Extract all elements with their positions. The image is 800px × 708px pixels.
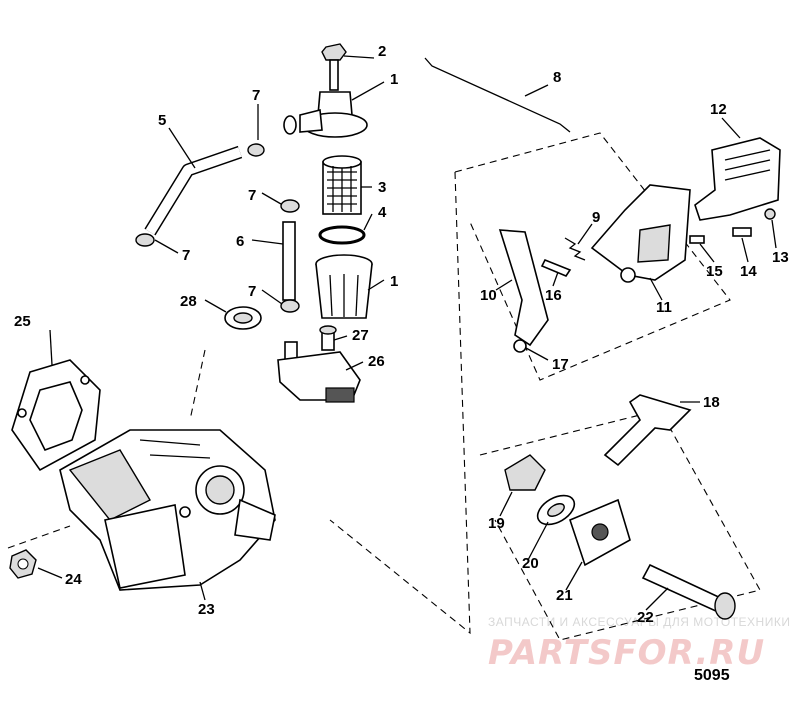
hose-clamp: [247, 143, 265, 157]
callout-24: 24: [65, 571, 82, 588]
fitting-connector: [325, 387, 355, 403]
hose-clamp: [280, 199, 300, 213]
callout-2: 2: [378, 43, 386, 60]
watermark-brand: PARTSFOR.RU: [488, 633, 765, 673]
fuel-fitting-assembly: [277, 325, 361, 403]
callout-23: 23: [198, 601, 215, 618]
callout-6: 6: [236, 233, 244, 250]
callout-25: 25: [14, 313, 31, 330]
linkage-spring: [564, 237, 586, 261]
choke-knob: [714, 592, 736, 620]
callout-5: 5: [158, 112, 166, 129]
callout-9: 9: [592, 209, 600, 226]
hose-clamp: [280, 299, 300, 313]
carb-dashed-boundary: [329, 171, 471, 635]
float-bowl: [104, 504, 186, 589]
callout-22: 22: [637, 609, 654, 626]
cam-screw: [540, 258, 572, 277]
cam-washer: [513, 339, 527, 353]
throttle-cam: [498, 229, 549, 347]
callout-1: 1: [390, 273, 398, 290]
diagram-code: 5095: [694, 667, 730, 684]
carburetor: [59, 429, 276, 591]
callout-4: 4: [378, 204, 387, 221]
callout-1: 1: [390, 71, 398, 88]
callout-15: 15: [706, 263, 723, 280]
carburetor-flange: [234, 498, 276, 541]
throttle-cam-assembly: [498, 229, 572, 353]
choke-shaft: [641, 563, 727, 614]
callout-labels: 1 1 2 3 4 5 6 7 7 7 7 8 9 10 11 12 13 14…: [14, 43, 789, 626]
hose-clamp: [135, 233, 155, 247]
callout-12: 12: [710, 101, 727, 118]
callout-16: 16: [545, 287, 562, 304]
callout-8: 8: [553, 69, 561, 86]
callout-18: 18: [703, 394, 720, 411]
knob-dashed-boundary: [479, 409, 761, 641]
leader-lines: [37, 55, 777, 611]
callout-7: 7: [252, 87, 260, 104]
carburetor-linkage: [68, 449, 151, 521]
linkage-dashed-boundary: [454, 132, 731, 381]
callout-7: 7: [182, 247, 190, 264]
carburetor-gasket: [11, 359, 101, 472]
callout-19: 19: [488, 515, 505, 532]
nut-dashed-leader: [7, 525, 71, 549]
filter-inlet-nipple: [283, 115, 297, 135]
callout-7: 7: [248, 283, 256, 300]
callout-3: 3: [378, 179, 386, 196]
watermark: ЗАПЧАСТИ И АКСЕССУАРЫ ДЛЯ МОТОТЕХНИКИ PA…: [488, 615, 790, 673]
fuel-hose-short: [282, 221, 296, 301]
sealing-washer: [224, 306, 262, 330]
watermark-tagline: ЗАПЧАСТИ И АКСЕССУАРЫ ДЛЯ МОТОТЕХНИКИ: [488, 615, 790, 629]
fuel-filter-assembly: [283, 43, 373, 319]
link-rod: [424, 57, 571, 133]
callout-10: 10: [480, 287, 497, 304]
callout-20: 20: [522, 555, 539, 572]
callout-13: 13: [772, 249, 789, 266]
bracket-screw: [689, 235, 705, 244]
callout-28: 28: [180, 293, 197, 310]
callout-11: 11: [656, 299, 672, 316]
choke-lever: [603, 394, 692, 467]
choke-knob-assembly: [504, 454, 736, 620]
callout-7: 7: [248, 187, 256, 204]
filter-element-top: [322, 155, 362, 169]
cover-cap: [764, 208, 776, 220]
callout-21: 21: [556, 587, 573, 604]
callout-27: 27: [352, 327, 369, 344]
filter-mesh: [327, 166, 357, 212]
linkage-cover: [694, 137, 781, 221]
fitting-dashed-leader: [189, 349, 206, 421]
callout-17: 17: [552, 356, 569, 373]
cover-assembly: [694, 137, 781, 237]
filter-stud: [329, 59, 339, 91]
filter-inlet-fitting: [299, 108, 323, 133]
choke-bushing: [504, 454, 546, 491]
cap-nut: [321, 43, 347, 61]
fuel-hoses: [135, 143, 300, 313]
o-ring: [318, 225, 366, 245]
callout-26: 26: [368, 353, 385, 370]
linkage-bracket-assembly: [564, 184, 705, 283]
callout-14: 14: [740, 263, 757, 280]
cover-screw: [732, 227, 752, 237]
filter-housing-top: [317, 91, 353, 116]
